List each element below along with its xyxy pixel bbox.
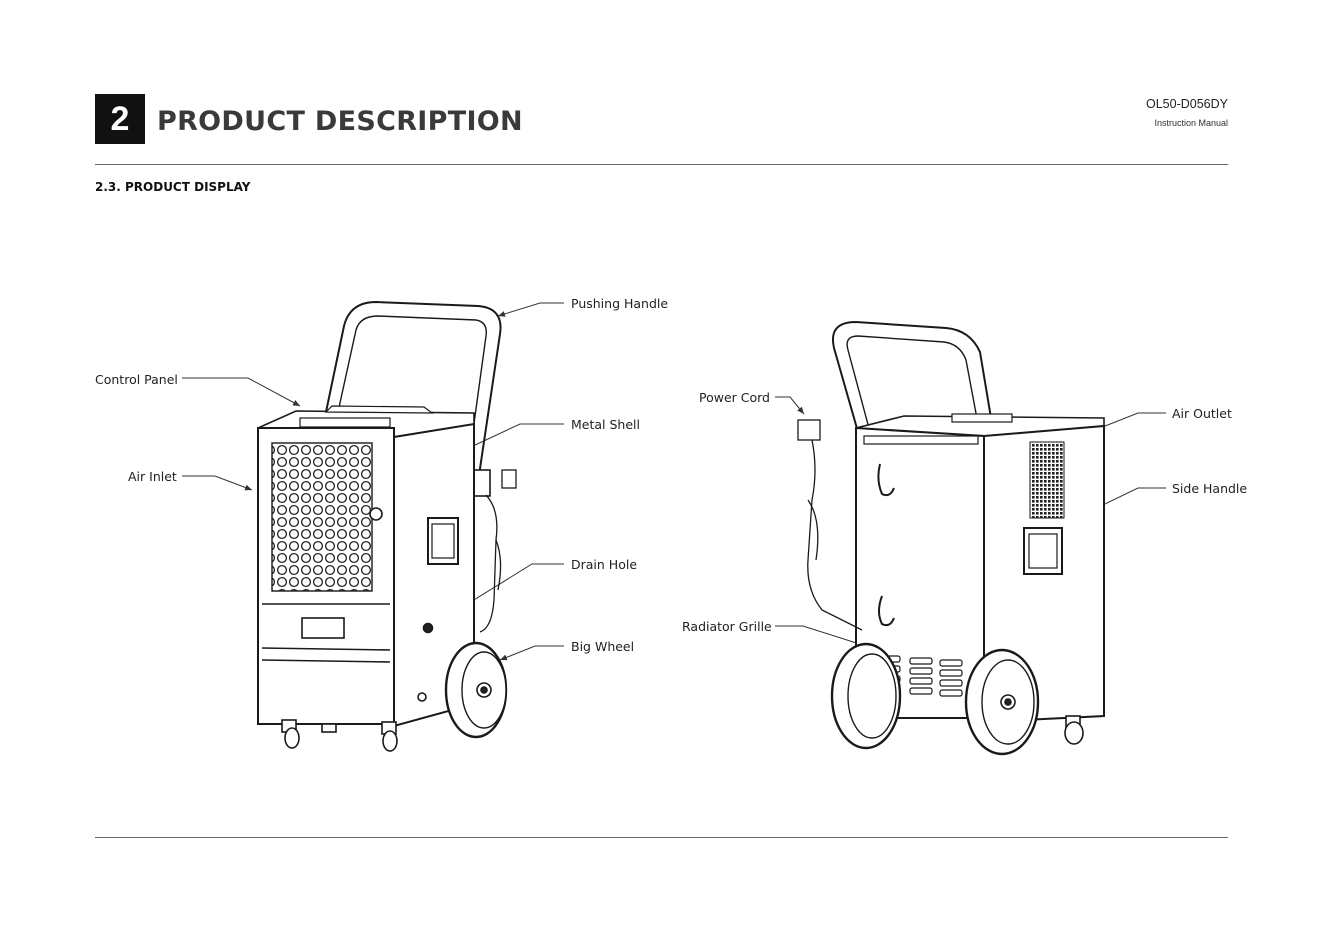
dehumidifier-rear-view [798,322,1104,754]
dehumidifier-front-view [258,302,516,751]
